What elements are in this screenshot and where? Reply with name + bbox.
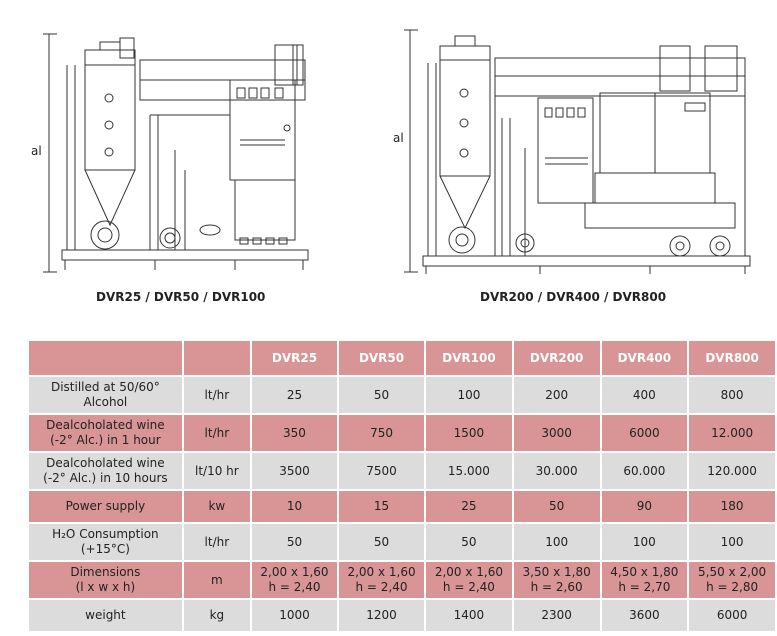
value-cell: 350	[251, 415, 337, 451]
table-row: Dealcoholated wine(-2° Alc.) in 10 hours…	[29, 453, 775, 489]
value-cell: 50	[426, 524, 512, 560]
specifications-table: DVR25 DVR50 DVR100 DVR200 DVR400 DVR800 …	[27, 339, 777, 633]
column-header: DVR400	[601, 341, 688, 375]
value-cell: 30.000	[513, 453, 600, 489]
value-cell: 750	[339, 415, 425, 451]
value-cell: 100	[426, 377, 512, 413]
row-label-line: Distilled at 50/60°	[50, 380, 160, 394]
value-cell: 2300	[513, 600, 600, 631]
row-label: weight	[29, 600, 182, 631]
value-cell: 15	[339, 491, 425, 522]
value-cell: 120.000	[689, 453, 775, 489]
row-label: Distilled at 50/60°Alcohol	[29, 377, 182, 413]
value-cell: 6000	[689, 600, 775, 631]
row-label-line: (-2° Alc.) in 10 hours	[43, 471, 168, 485]
small-unit-caption: DVR25 / DVR50 / DVR100	[96, 290, 266, 304]
height-dimension-label: al	[31, 144, 42, 158]
row-label-line: (l x w x h)	[75, 580, 136, 594]
row-unit: lt/hr	[183, 377, 250, 413]
header-blank-cell	[29, 341, 182, 375]
value-cell: 50	[513, 491, 600, 522]
row-label-line: Power supply	[65, 499, 146, 513]
row-unit: lt/hr	[183, 415, 250, 451]
value-cell: 25	[426, 491, 512, 522]
value-cell: 6000	[601, 415, 688, 451]
row-label-line: H₂O Consumption	[52, 527, 159, 541]
value-cell: 50	[251, 524, 337, 560]
height-dimension-label: al	[393, 131, 404, 145]
row-label: Dimensions(l x w x h)	[29, 562, 182, 598]
value-cell: 12.000	[689, 415, 775, 451]
value-cell: 400	[601, 377, 688, 413]
small-unit-drawing: al	[31, 33, 309, 273]
value-cell: 25	[251, 377, 337, 413]
value-cell: 1400	[426, 600, 512, 631]
row-label: H₂O Consumption(+15°C)	[29, 524, 182, 560]
row-unit: lt/hr	[183, 524, 250, 560]
row-label: Dealcoholated wine(-2° Alc.) in 1 hour	[29, 415, 182, 451]
row-unit: lt/10 hr	[183, 453, 250, 489]
row-label-line: weight	[85, 608, 126, 622]
row-label-line: (-2° Alc.) in 1 hour	[50, 433, 161, 447]
large-unit-caption: DVR200 / DVR400 / DVR800	[480, 290, 667, 304]
large-unit-drawing: al	[393, 29, 751, 274]
value-cell: 100	[513, 524, 600, 560]
row-label-line: Alcohol	[83, 395, 128, 409]
value-cell: 1500	[426, 415, 512, 451]
value-cell: 90	[601, 491, 688, 522]
value-cell: 15.000	[426, 453, 512, 489]
value-cell: 100	[689, 524, 775, 560]
column-header: DVR800	[689, 341, 775, 375]
row-unit: kw	[183, 491, 250, 522]
value-cell: 1200	[339, 600, 425, 631]
row-label: Power supply	[29, 491, 182, 522]
value-cell: 200	[513, 377, 600, 413]
value-cell: 10	[251, 491, 337, 522]
column-header: DVR200	[513, 341, 600, 375]
row-label-line: Dealcoholated wine	[46, 418, 165, 432]
value-cell: 180	[689, 491, 775, 522]
row-unit: kg	[183, 600, 250, 631]
value-cell: 50	[339, 524, 425, 560]
column-header: DVR50	[339, 341, 425, 375]
column-header: DVR100	[426, 341, 512, 375]
row-label: Dealcoholated wine(-2° Alc.) in 10 hours	[29, 453, 182, 489]
row-label-line: (+15°C)	[80, 542, 130, 556]
value-cell: 7500	[339, 453, 425, 489]
table-header-row: DVR25 DVR50 DVR100 DVR200 DVR400 DVR800	[29, 341, 775, 375]
value-cell: 3500	[251, 453, 337, 489]
row-label-line: Dimensions	[70, 565, 141, 579]
value-cell: 800	[689, 377, 775, 413]
row-label-line: Dealcoholated wine	[46, 456, 165, 470]
value-cell: 50	[339, 377, 425, 413]
value-cell: 100	[601, 524, 688, 560]
column-header: DVR25	[251, 341, 337, 375]
value-cell: 3000	[513, 415, 600, 451]
value-cell: 60.000	[601, 453, 688, 489]
header-unit-cell	[183, 341, 250, 375]
value-cell: 1000	[251, 600, 337, 631]
row-unit: m	[183, 562, 250, 598]
value-cell: 3600	[601, 600, 688, 631]
